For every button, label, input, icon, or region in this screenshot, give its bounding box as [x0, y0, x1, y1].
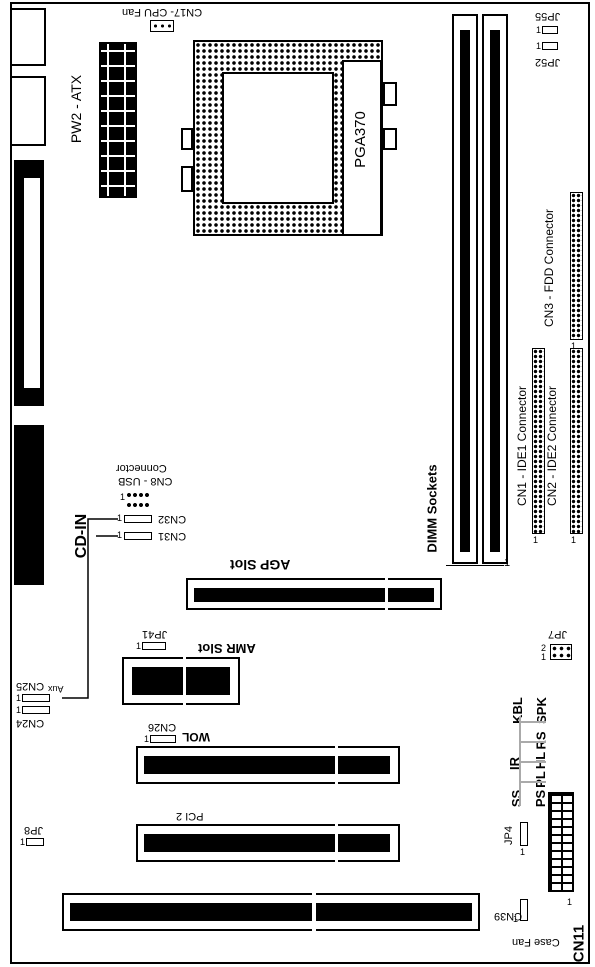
cn31-header — [124, 532, 152, 540]
amr-key — [183, 657, 186, 705]
jp7-pin1: 1 — [541, 652, 547, 662]
cn1-ide1-connector — [532, 348, 545, 534]
cn25-header — [22, 694, 50, 702]
cn17-pins — [152, 22, 173, 30]
jp52-jumper — [542, 42, 558, 50]
pga370-lever-bar — [342, 60, 382, 236]
cn11-front-panel-header — [548, 792, 574, 892]
cn11-label: CN11 — [570, 924, 588, 963]
pga370-center — [222, 72, 334, 204]
socket-lever-tab-2 — [181, 166, 193, 192]
jp7-jumper — [550, 644, 572, 660]
agp-key — [385, 578, 388, 610]
pci-1-key — [335, 746, 338, 784]
pci-2-key — [335, 824, 338, 862]
jp41-pin1: 1 — [136, 641, 142, 651]
motherboard-outline — [10, 2, 590, 964]
dimm-socket-1 — [452, 14, 478, 564]
socket-lever-tab-3 — [383, 82, 397, 106]
cn39-pin1: 1 — [513, 914, 519, 924]
jp8-jumper — [26, 838, 44, 846]
cn3-fdd-connector — [570, 192, 583, 340]
pw2-atx-connector — [99, 42, 137, 198]
jp41-jumper — [142, 642, 166, 650]
cn8-pin1: 1 — [120, 492, 126, 502]
socket-lever-tab-4 — [383, 128, 397, 150]
agp-slot — [186, 578, 442, 610]
jp55-pin1: 1 — [536, 25, 542, 35]
cn32-header — [124, 515, 152, 523]
back-panel-serial — [14, 425, 44, 585]
socket-lever-tab-1 — [181, 128, 193, 150]
dimm-pin1: 1 — [504, 557, 511, 569]
jp4-label: JP4 — [502, 826, 515, 845]
jp55-jumper — [542, 26, 558, 34]
jp52-pin1: 1 — [536, 41, 542, 51]
casefan-label: Case Fan — [512, 936, 560, 948]
cn26-header — [150, 735, 176, 743]
jp7-pin2: 2 — [541, 643, 547, 653]
cn8-usb-header — [126, 490, 150, 510]
back-panel-port-2 — [12, 76, 46, 146]
cn3-pin1: 1 — [571, 341, 577, 351]
cn11-pin1: 1 — [567, 897, 573, 907]
cn26-pin1: 1 — [144, 734, 150, 744]
cn25-pin1: 1 — [16, 693, 22, 703]
back-panel-gap — [24, 178, 40, 388]
pci-slot-1 — [136, 746, 400, 784]
cn1-pin1: 1 — [533, 535, 539, 545]
jp4-pin1: 1 — [520, 847, 526, 857]
cn39-case-fan-header — [520, 899, 528, 921]
dimm-line — [446, 565, 504, 566]
back-panel-port-top — [12, 8, 46, 66]
pci-slot-2 — [136, 824, 400, 862]
cn32-pin1: 1 — [117, 513, 123, 523]
cn2-pin1: 1 — [571, 535, 577, 545]
cn2-ide2-connector — [570, 348, 583, 534]
cn24-header — [22, 706, 50, 714]
jp4-jumper — [520, 822, 528, 846]
cn24-pin1: 1 — [16, 705, 22, 715]
isa-slot — [62, 893, 480, 931]
amr-slot — [122, 657, 240, 705]
isa-key — [312, 893, 316, 931]
dimm-socket-2 — [482, 14, 508, 564]
jp8-pin1: 1 — [20, 837, 26, 847]
cn31-pin1: 1 — [117, 530, 123, 540]
